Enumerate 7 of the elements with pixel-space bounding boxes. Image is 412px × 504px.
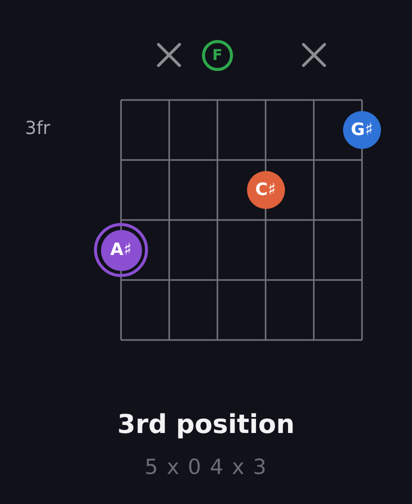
open-string-ring: F [202, 40, 233, 70]
note-dot: C♯ [246, 171, 285, 209]
chord-title: 3rd position [117, 410, 295, 440]
fret-number: 3fr [25, 118, 50, 139]
note-dot: G♯ [343, 111, 381, 149]
fingering-code: 5 x 0 4 x 3 [144, 455, 268, 479]
root-note-dot: A♯ [94, 223, 148, 277]
